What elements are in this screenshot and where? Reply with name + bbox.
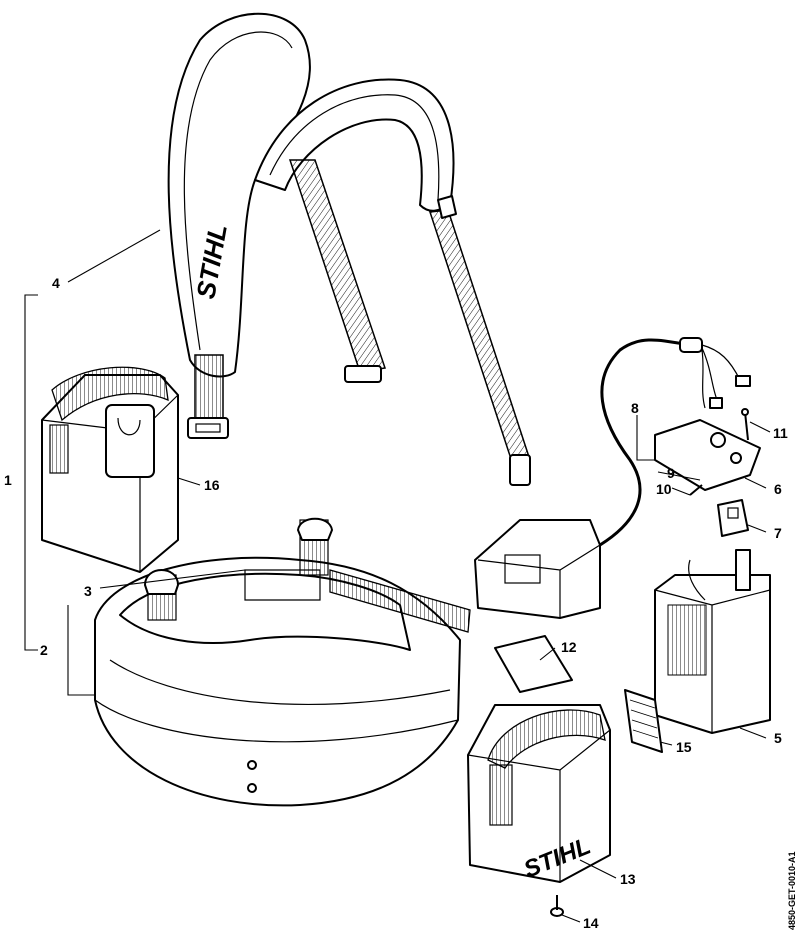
callout-8: 8 [631,400,639,416]
belt-pouch-small [41,366,179,573]
hip-belt [94,517,471,807]
battery-tray [474,519,601,619]
callout-14: 14 [583,915,599,931]
document-id: 4850-GET-0010-A1 [787,851,797,930]
callout-11: 11 [773,425,788,441]
callout-labels: 1 2 3 4 5 6 7 8 9 10 11 12 13 14 15 16 [4,275,788,931]
callout-7: 7 [774,525,782,541]
cable-assembly [599,337,761,547]
switch-module [717,499,749,537]
callout-16: 16 [204,477,220,493]
callout-6: 6 [774,481,782,497]
callout-1: 1 [4,472,12,488]
callout-2: 2 [40,642,48,658]
pouch-foot-screw [550,895,564,917]
leader-lines [24,229,771,923]
shoulder-harness: STIHL [167,12,531,486]
callout-15: 15 [676,739,692,755]
callout-12: 12 [561,639,577,655]
callout-10: 10 [656,481,672,497]
callout-9: 9 [667,465,675,481]
callout-5: 5 [774,730,782,746]
backpack-pouch: STIHL [467,704,611,884]
callout-3: 3 [84,583,92,599]
label-sheet-15 [624,689,663,753]
battery-pack [654,549,771,734]
callout-4: 4 [52,275,60,291]
callout-13: 13 [620,871,636,887]
